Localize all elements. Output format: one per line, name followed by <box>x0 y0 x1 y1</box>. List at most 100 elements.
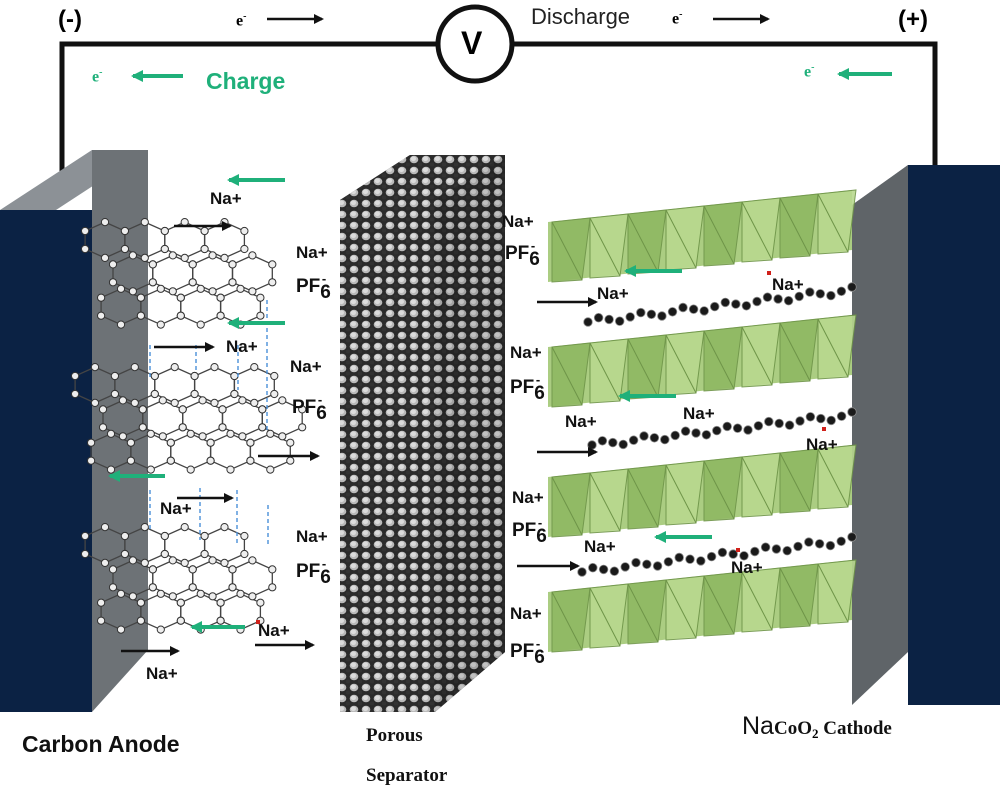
carbon-atom <box>176 616 185 625</box>
carbon-atom <box>216 598 225 607</box>
carbon-atom <box>136 293 145 302</box>
carbon-atom <box>158 396 167 405</box>
sodium-ion <box>618 439 628 450</box>
sodium-ion <box>608 437 618 448</box>
na-ion-label: Na+ <box>597 284 629 303</box>
carbon-atom <box>108 583 118 592</box>
sodium-ion <box>814 539 825 549</box>
carbon-atom <box>106 465 116 474</box>
octahedron-edge <box>589 217 621 277</box>
sodium-ion <box>646 309 657 320</box>
sodium-ion <box>805 412 816 422</box>
carbon-atom <box>168 592 177 601</box>
carbon-atom <box>196 320 205 329</box>
carbon-atom <box>160 531 169 541</box>
carbon-atom <box>140 218 149 227</box>
carbon-atom <box>200 226 209 236</box>
sodium-ion <box>588 563 598 573</box>
carbon-atom <box>238 396 247 405</box>
carbon-atom <box>236 589 245 598</box>
external-circuit-wire <box>59 41 938 190</box>
carbon-atom <box>248 556 257 565</box>
carbon-atom <box>208 556 217 565</box>
carbon-atom <box>216 311 225 320</box>
na-ion-label: Na+ <box>510 604 542 623</box>
sodium-ion <box>652 561 663 571</box>
sodium-ion <box>774 418 784 429</box>
carbon-atom <box>128 592 137 601</box>
carbon-atom <box>228 583 237 592</box>
sodium-ion <box>847 407 857 417</box>
carbon-atom <box>87 456 96 465</box>
carbon-atom <box>168 287 177 296</box>
carbon-atom <box>268 565 277 574</box>
sodium-ion <box>701 430 712 440</box>
carbon-atom <box>206 456 215 465</box>
sodium-ion <box>657 311 667 321</box>
sodium-ion <box>836 286 847 297</box>
carbon-atom <box>156 589 165 598</box>
octahedron-edge <box>817 193 849 253</box>
carbon-atom <box>278 396 287 405</box>
carbon-atom <box>138 405 147 414</box>
octahedron-edge <box>779 322 811 382</box>
negative-terminal-label: (-) <box>58 6 82 33</box>
carbon-atom <box>120 226 130 236</box>
discharge-arrows <box>121 14 770 656</box>
carbon-atom <box>140 558 149 568</box>
pf6-anion-label: PF6- <box>296 271 331 303</box>
carbon-atom <box>97 293 106 302</box>
carbon-atom <box>100 253 110 262</box>
carbon-atom <box>148 278 157 287</box>
charge-label: Charge <box>206 68 286 94</box>
sodium-ion <box>667 307 678 317</box>
carbon-atom <box>160 226 169 236</box>
carbon-atom <box>100 523 110 532</box>
carbon-atom <box>190 389 199 399</box>
cathode-layer <box>548 444 857 538</box>
carbon-atom <box>180 558 189 568</box>
sodium-ion <box>699 306 709 316</box>
sodium-ion <box>825 540 836 551</box>
sodium-ion <box>783 296 794 306</box>
sodium-ion <box>706 551 717 562</box>
octahedron-edge <box>741 571 773 631</box>
octahedron-edge <box>551 346 583 406</box>
sodium-ion <box>691 428 701 438</box>
carbon-atom <box>190 371 199 381</box>
carbon-atom <box>240 226 249 236</box>
porous-separator <box>340 155 505 712</box>
carbon-atom <box>81 226 90 236</box>
carbon-atom <box>220 218 229 227</box>
carbon-atom <box>298 423 307 432</box>
na-ion-label: Na+ <box>296 243 328 262</box>
red-markers <box>256 271 826 624</box>
carbon-atom <box>256 311 265 320</box>
carbon-atom <box>146 429 155 438</box>
octahedron-edge <box>703 575 735 635</box>
carbon-atom <box>138 423 147 432</box>
octahedron-edge <box>627 338 659 398</box>
carbon-atom <box>230 371 239 381</box>
carbon-atom <box>176 311 185 320</box>
sodium-ion <box>826 290 836 301</box>
sodium-ion <box>628 435 639 445</box>
sodium-ion <box>593 313 604 323</box>
sodium-ion <box>773 294 783 304</box>
octahedron-edge <box>627 583 659 643</box>
carbon-atom <box>150 389 159 399</box>
pf6-anion-label: PF6- <box>296 556 331 588</box>
carbon-atom <box>126 438 135 447</box>
carbon-atom <box>90 363 100 372</box>
sodium-ion <box>620 562 630 572</box>
carbon-atom <box>97 311 106 320</box>
carbon-atom <box>200 244 209 254</box>
sodium-ion <box>771 544 782 554</box>
carbon-atom <box>220 253 229 262</box>
carbon-atom <box>188 260 197 269</box>
sodium-ion <box>762 292 773 302</box>
sodium-ion <box>750 546 760 557</box>
carbon-atom <box>150 371 159 381</box>
carbon-atom <box>176 293 185 302</box>
